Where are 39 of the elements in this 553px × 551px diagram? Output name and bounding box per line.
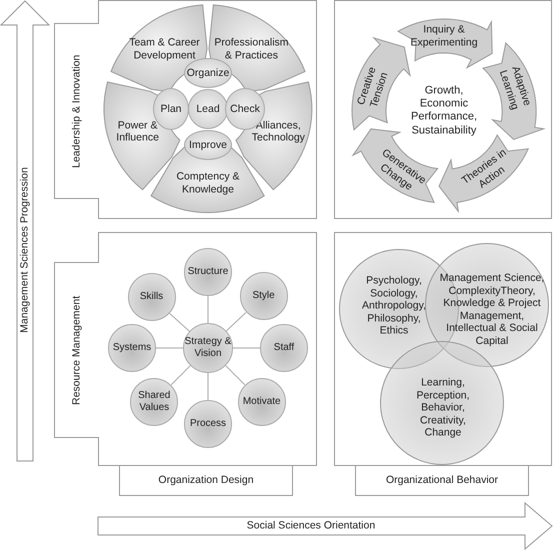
petal-label: Alliances, Technology: [250, 119, 306, 144]
venn-label: Management Science, ComplexityTheory, Knowledge & Project Management, Intellectual & Social Capital: [438, 272, 546, 348]
cycle-label: Inquiry & Experimenting: [409, 23, 479, 49]
connector-line: [170, 365, 191, 386]
circle-node: Structure: [184, 248, 232, 296]
cycle-segment: [397, 18, 494, 69]
petal-label: Comptency & Knowledge: [175, 170, 240, 196]
connector-line: [226, 312, 246, 332]
direction-arrow: [0, 0, 50, 462]
venn-label: Learning, Perception, Behavior, Creativity, Change: [415, 376, 471, 440]
axis-label: Management Sciences Progression: [18, 166, 32, 335]
circle-node: Systems: [108, 324, 156, 372]
diagram-panel: [98, 0, 317, 219]
circle-node: Process: [184, 400, 232, 448]
venn-label: Psychology, Sociology, Anthropology, Philosophy, Ethics: [360, 274, 427, 338]
diagram-panel: [98, 232, 317, 466]
axis-tab: Resource Management: [54, 262, 99, 438]
axis-label: Social Sciences Orientation: [246, 520, 376, 532]
circle-node: Staff: [260, 324, 308, 372]
circle-node: Style: [240, 272, 288, 320]
circle-node: Shared Values: [130, 378, 178, 426]
diagram-panel: [334, 0, 552, 219]
axis-tab: Organizational Behavior: [355, 466, 529, 496]
direction-arrow: [97, 502, 553, 550]
center-text: Growth, Economic Performance, Sustainability: [410, 84, 478, 138]
cycle-segment: [482, 42, 544, 140]
cycle-segment: [351, 37, 411, 132]
axis-tab: Organization Design: [119, 466, 293, 496]
connector-line: [168, 312, 190, 332]
circle-node: Strategy & Vision: [183, 323, 233, 373]
ellipse-node: Improve: [184, 130, 232, 160]
circle-node: Motivate: [238, 378, 286, 426]
diagram-panel: [334, 232, 552, 466]
ellipse-node: Organize: [184, 58, 232, 88]
cycle-label: Adaptive Learning: [496, 63, 535, 113]
axis-tab: Leadership & Innovation: [54, 23, 99, 199]
circle-node: Skills: [128, 273, 176, 322]
ellipse-node: Lead: [188, 89, 228, 129]
connector-line: [225, 365, 246, 386]
